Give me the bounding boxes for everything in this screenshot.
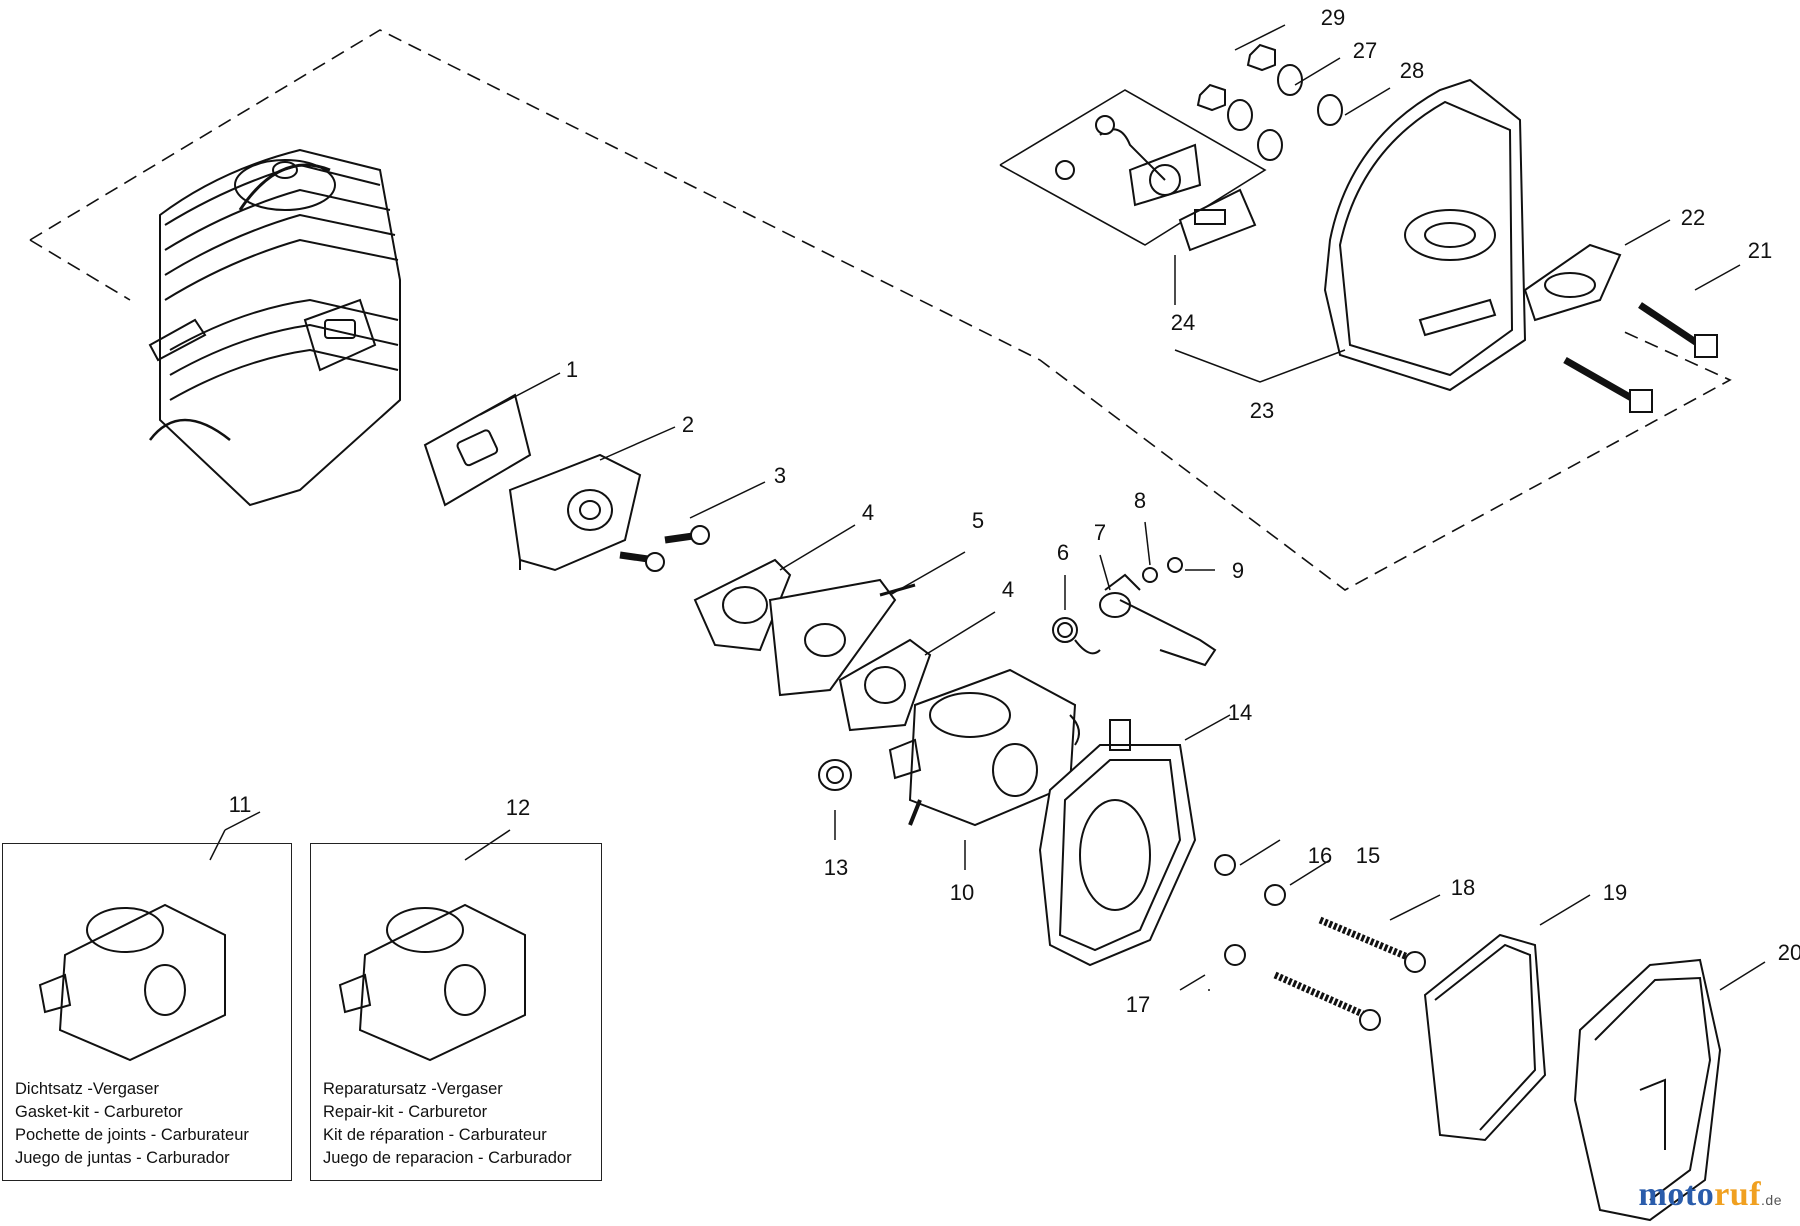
leader-lines xyxy=(209,24,1766,991)
part-15-washer xyxy=(1264,884,1286,906)
callout-14: 14 xyxy=(1228,700,1252,725)
kit-line: Dichtsatz -Vergaser xyxy=(15,1080,159,1098)
kit-line: Juego de juntas - Carburador xyxy=(15,1149,230,1167)
part-9-clip xyxy=(1167,557,1183,573)
callout-19: 19 xyxy=(1603,880,1627,905)
part-27-washers xyxy=(1227,64,1303,161)
part-14-air-filter-base xyxy=(1038,719,1197,967)
part-6-spring xyxy=(1052,617,1101,655)
kit-box-gasket-text: Dichtsatz -Vergaser Gasket-kit - Carbure… xyxy=(15,1078,249,1170)
kit-line: Pochette de joints - Carburateur xyxy=(15,1126,249,1144)
callout-2: 2 xyxy=(682,412,694,437)
part-5-spacer-plate xyxy=(768,578,916,697)
callout-15: 15 xyxy=(1356,843,1380,868)
part-24-assembly-box xyxy=(999,89,1267,252)
kit-12-carburetor xyxy=(338,903,526,1062)
part-20-filter-cover xyxy=(1573,958,1722,1222)
callout-17: 17 xyxy=(1126,992,1150,1017)
callout-3: 3 xyxy=(774,463,786,488)
part-17-washer xyxy=(1224,944,1246,966)
callout-6: 6 xyxy=(1057,540,1069,565)
callout-5: 5 xyxy=(972,508,984,533)
callout-24: 24 xyxy=(1171,310,1195,335)
callout-4: 4 xyxy=(862,500,874,525)
part-7-throttle-lever xyxy=(1099,573,1217,667)
part-19-filter-element xyxy=(1423,933,1547,1142)
kit-line: Kit de réparation - Carburateur xyxy=(323,1126,547,1144)
callout-13: 13 xyxy=(824,855,848,880)
kit-line: Gasket-kit - Carburetor xyxy=(15,1103,183,1121)
callout-16: 16 xyxy=(1308,843,1332,868)
cylinder xyxy=(148,148,401,507)
part-21-bolts xyxy=(1563,302,1718,413)
callout-7: 7 xyxy=(1094,520,1106,545)
callout-11: 11 xyxy=(229,792,252,817)
kit-line: Juego de reparacion - Carburador xyxy=(323,1149,572,1167)
part-2-intake-flange xyxy=(508,453,642,572)
callout-9: 9 xyxy=(1232,558,1244,583)
kit-box-repair: Reparatursatz -Vergaser Repair-kit - Car… xyxy=(310,843,602,1181)
kit-line: Repair-kit - Carburetor xyxy=(323,1103,488,1121)
callout-21: 21 xyxy=(1748,238,1772,263)
kit-box-gasket: Dichtsatz -Vergaser Gasket-kit - Carbure… xyxy=(2,843,292,1181)
part-4-gasket-second xyxy=(838,638,932,732)
callout-12: 12 xyxy=(506,795,530,820)
callout-4: 4 xyxy=(1002,577,1014,602)
callout-18: 18 xyxy=(1451,875,1475,900)
kit-11-carburetor xyxy=(38,903,226,1062)
part-18-screws xyxy=(1273,916,1426,1031)
part-28-washer xyxy=(1317,94,1343,126)
assembly-dashed-outline xyxy=(29,29,1732,591)
part-23-muffler xyxy=(1323,78,1527,392)
callout-20: 20 xyxy=(1778,940,1800,965)
part-13-grommet xyxy=(818,759,852,791)
callout-28: 28 xyxy=(1400,58,1424,83)
part-16-washer xyxy=(1214,854,1236,876)
part-22-muffler-gasket xyxy=(1523,243,1622,322)
callout-8: 8 xyxy=(1134,488,1146,513)
callout-29: 29 xyxy=(1321,5,1345,30)
kit-line: Reparatursatz -Vergaser xyxy=(323,1080,503,1098)
callout-22: 22 xyxy=(1681,205,1705,230)
part-3-screws xyxy=(619,525,710,572)
watermark-logo: motoruf.de xyxy=(1638,1176,1782,1213)
callout-27: 27 xyxy=(1353,38,1377,63)
kit-box-repair-text: Reparatursatz -Vergaser Repair-kit - Car… xyxy=(323,1078,572,1170)
part-29-nuts xyxy=(1196,43,1276,112)
callout-10: 10 xyxy=(950,880,974,905)
callout-23: 23 xyxy=(1250,398,1274,423)
callout-1: 1 xyxy=(566,357,578,382)
part-8-washer xyxy=(1142,567,1158,583)
